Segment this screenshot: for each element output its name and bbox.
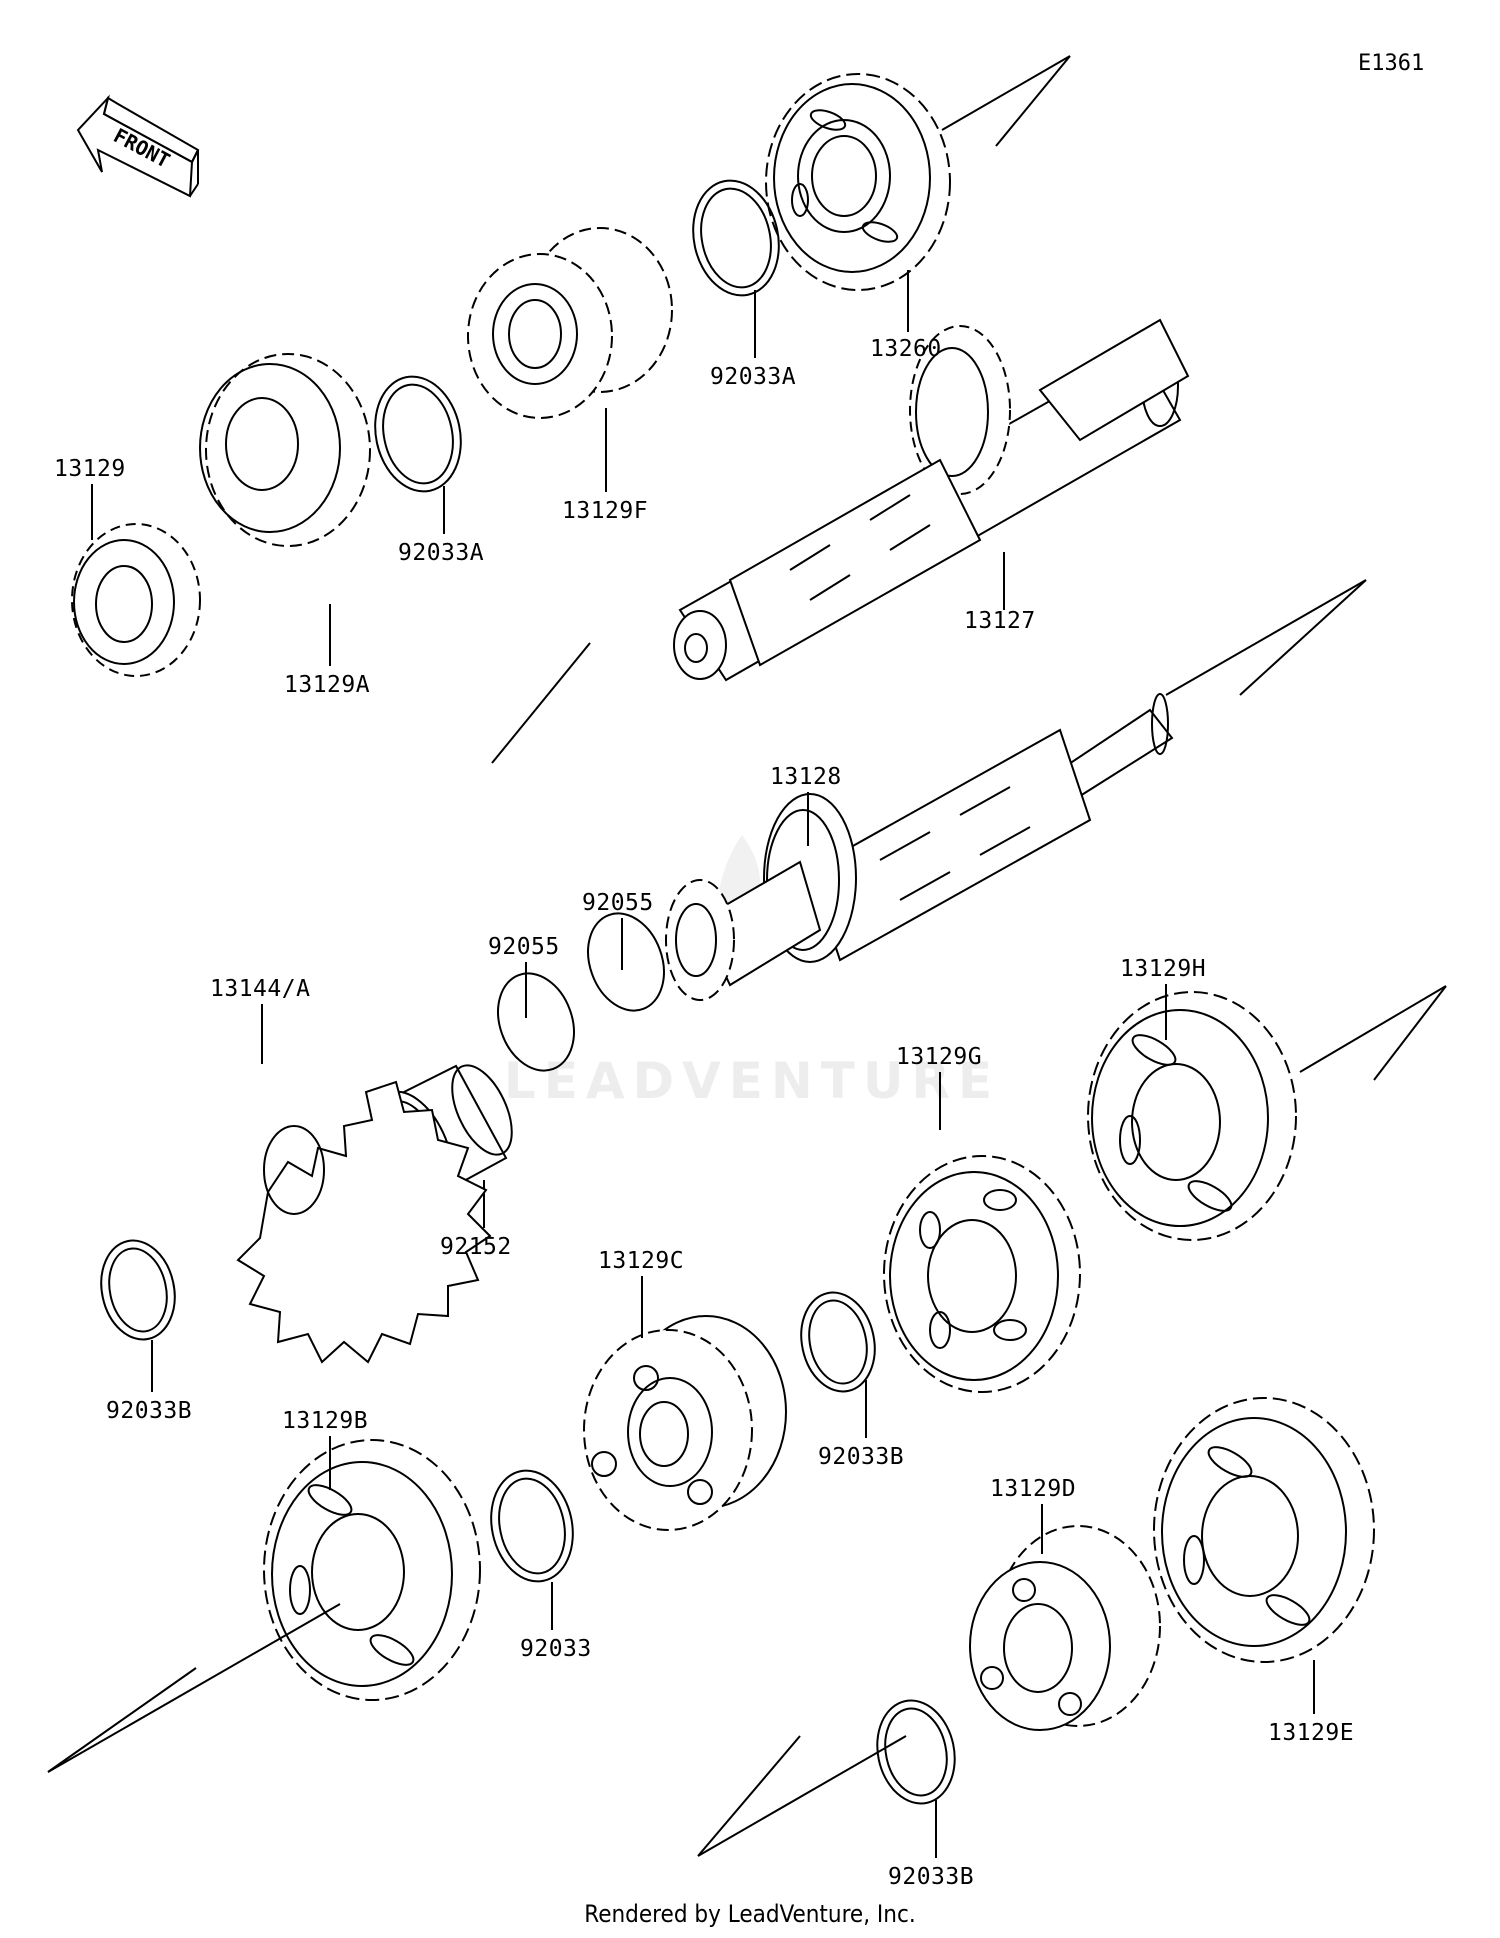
gear-13260 (765, 73, 951, 291)
label-13129G: 13129G (896, 1044, 982, 1070)
label-92152: 92152 (440, 1234, 512, 1260)
watermark: LEADVENTURE (504, 1052, 1000, 1110)
ring-92033B-bottom (876, 1699, 956, 1805)
label-13129F: 13129F (562, 498, 648, 524)
ring-92033B-middle (800, 1291, 876, 1393)
gear-13129E (1153, 1397, 1375, 1663)
diagram-id: E1361 (1358, 51, 1424, 76)
o-ring-92055-a (497, 972, 575, 1072)
label-92033B-left: 92033B (106, 1398, 192, 1424)
o-ring-92055-b (587, 912, 665, 1012)
label-92055-left: 92055 (488, 934, 560, 960)
label-13129A: 13129A (284, 672, 370, 698)
label-13260: 13260 (870, 336, 942, 362)
label-13129C: 13129C (598, 1248, 684, 1274)
label-13129: 13129 (54, 456, 126, 482)
shaft-13128 (665, 693, 1174, 1001)
gear-13129B (263, 1439, 481, 1701)
label-13129D: 13129D (990, 1476, 1076, 1502)
ring-92033A-lower (374, 375, 462, 493)
ring-92033B-left (100, 1239, 176, 1341)
label-13144A: 13144/A (210, 976, 310, 1002)
gear-13129G (883, 1155, 1081, 1393)
label-92055-right: 92055 (582, 890, 654, 916)
gear-13129F (467, 227, 673, 419)
ring-92033A-upper (692, 179, 780, 297)
label-92033A-lower: 92033A (398, 540, 484, 566)
label-13128: 13128 (770, 764, 842, 790)
label-92033: 92033 (520, 1636, 592, 1662)
label-92033B-middle: 92033B (818, 1444, 904, 1470)
gear-13129C (583, 1315, 787, 1531)
label-13129B: 13129B (282, 1408, 368, 1434)
ring-92033 (490, 1469, 574, 1583)
sprocket-13144A (236, 1080, 492, 1364)
front-arrow-icon: FRONT (76, 94, 200, 198)
shaft-13127 (673, 318, 1190, 682)
label-13129E: 13129E (1268, 1720, 1354, 1746)
footer-credit: Rendered by LeadVenture, Inc. (584, 1900, 916, 1928)
gear-13129A (199, 353, 371, 547)
label-92033B-bottom: 92033B (888, 1864, 974, 1890)
gear-13129D (969, 1525, 1161, 1731)
label-13127: 13127 (964, 608, 1036, 634)
gear-13129H (1087, 991, 1297, 1241)
label-13129H: 13129H (1120, 956, 1206, 982)
gear-13129 (71, 523, 201, 677)
label-92033A-upper: 92033A (710, 364, 796, 390)
